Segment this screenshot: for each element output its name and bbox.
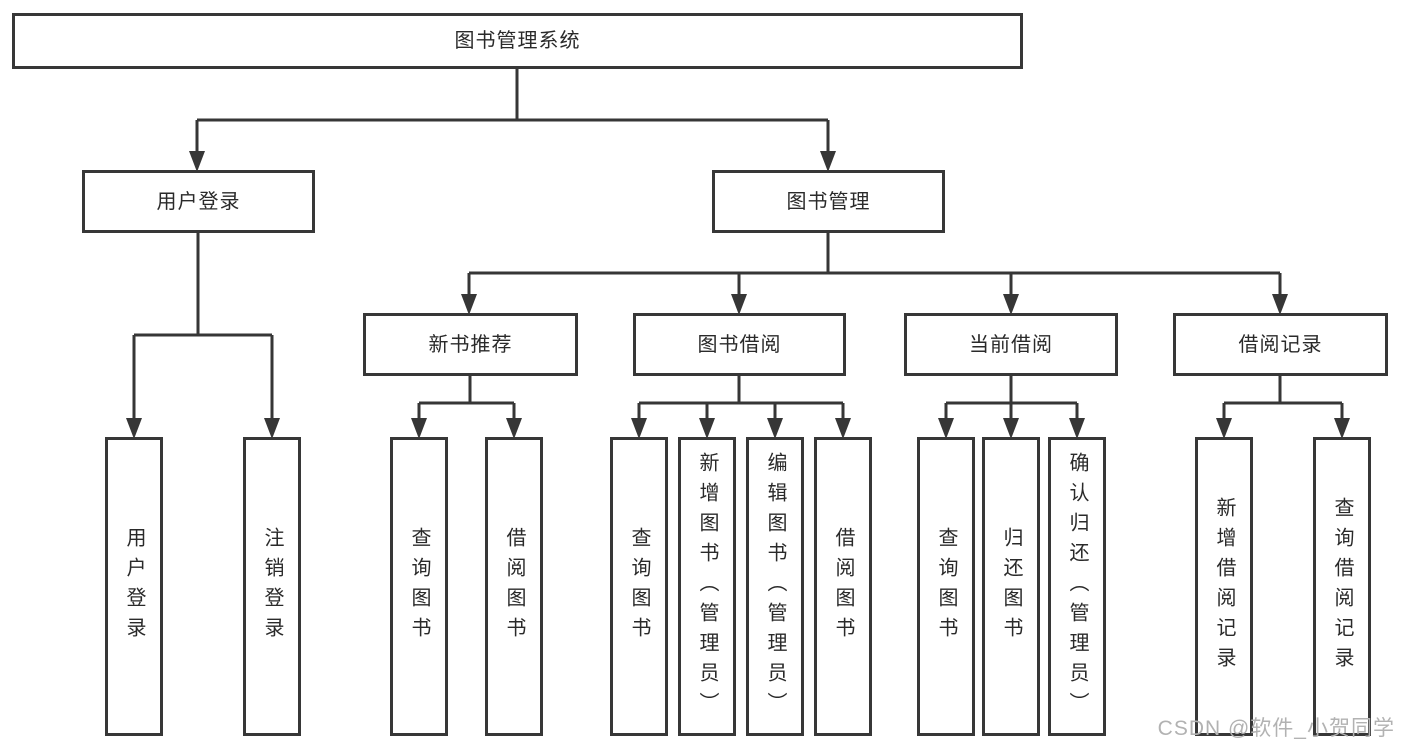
leaf-query-book-borrow: 查询图书 (610, 437, 668, 736)
node-new-book-recommend-label: 新书推荐 (428, 333, 513, 356)
leaf-query-book-recommend: 查询图书 (390, 437, 448, 736)
leaf-borrow-book-recommend: 借阅图书 (485, 437, 543, 736)
leaf-borrow-book: 借阅图书 (814, 437, 872, 736)
leaf-user-login-label: 用户登录 (123, 526, 145, 647)
node-book-management: 图书管理 (712, 170, 945, 233)
leaf-edit-book-admin-label: 编辑图书（管理员） (764, 451, 786, 722)
leaf-add-borrow-record-label: 新增借阅记录 (1213, 496, 1235, 677)
node-user-login-label: 用户登录 (156, 190, 241, 213)
leaf-return-book: 归还图书 (982, 437, 1040, 736)
connector-lines (132, 68, 1344, 423)
leaf-logout: 注销登录 (243, 437, 301, 736)
leaf-query-borrow-record: 查询借阅记录 (1313, 437, 1371, 736)
leaf-borrow-book-label: 借阅图书 (832, 526, 854, 647)
node-current-borrow-label: 当前借阅 (969, 333, 1053, 356)
watermark: CSDN @软件_小贺同学 (1157, 717, 1395, 740)
leaf-query-book-borrow-label: 查询图书 (628, 526, 650, 647)
leaf-add-book-admin-label: 新增图书（管理员） (696, 451, 718, 722)
node-root-label: 图书管理系统 (454, 30, 581, 52)
node-new-book-recommend: 新书推荐 (363, 313, 578, 376)
leaf-confirm-return-admin-label: 确认归还（管理员） (1066, 451, 1088, 722)
node-book-borrow-label: 图书借阅 (697, 333, 782, 356)
leaf-add-book-admin: 新增图书（管理员） (678, 437, 736, 736)
leaf-borrow-book-recommend-label: 借阅图书 (503, 526, 525, 647)
node-borrow-record-label: 借阅记录 (1238, 333, 1323, 356)
leaf-add-borrow-record: 新增借阅记录 (1195, 437, 1253, 736)
node-root: 图书管理系统 (12, 13, 1023, 69)
leaf-query-book-current-label: 查询图书 (935, 526, 957, 647)
leaf-edit-book-admin: 编辑图书（管理员） (746, 437, 804, 736)
leaf-return-book-label: 归还图书 (1000, 526, 1022, 647)
leaf-user-login: 用户登录 (105, 437, 163, 736)
node-borrow-record: 借阅记录 (1173, 313, 1388, 376)
leaf-confirm-return-admin: 确认归还（管理员） (1048, 437, 1106, 736)
leaf-logout-label: 注销登录 (261, 526, 283, 647)
arrowheads (126, 151, 1350, 439)
node-current-borrow: 当前借阅 (904, 313, 1118, 376)
node-book-management-label: 图书管理 (786, 190, 871, 213)
leaf-query-borrow-record-label: 查询借阅记录 (1331, 496, 1353, 677)
node-user-login: 用户登录 (82, 170, 315, 233)
leaf-query-book-recommend-label: 查询图书 (408, 526, 430, 647)
node-book-borrow: 图书借阅 (633, 313, 846, 376)
leaf-query-book-current: 查询图书 (917, 437, 975, 736)
